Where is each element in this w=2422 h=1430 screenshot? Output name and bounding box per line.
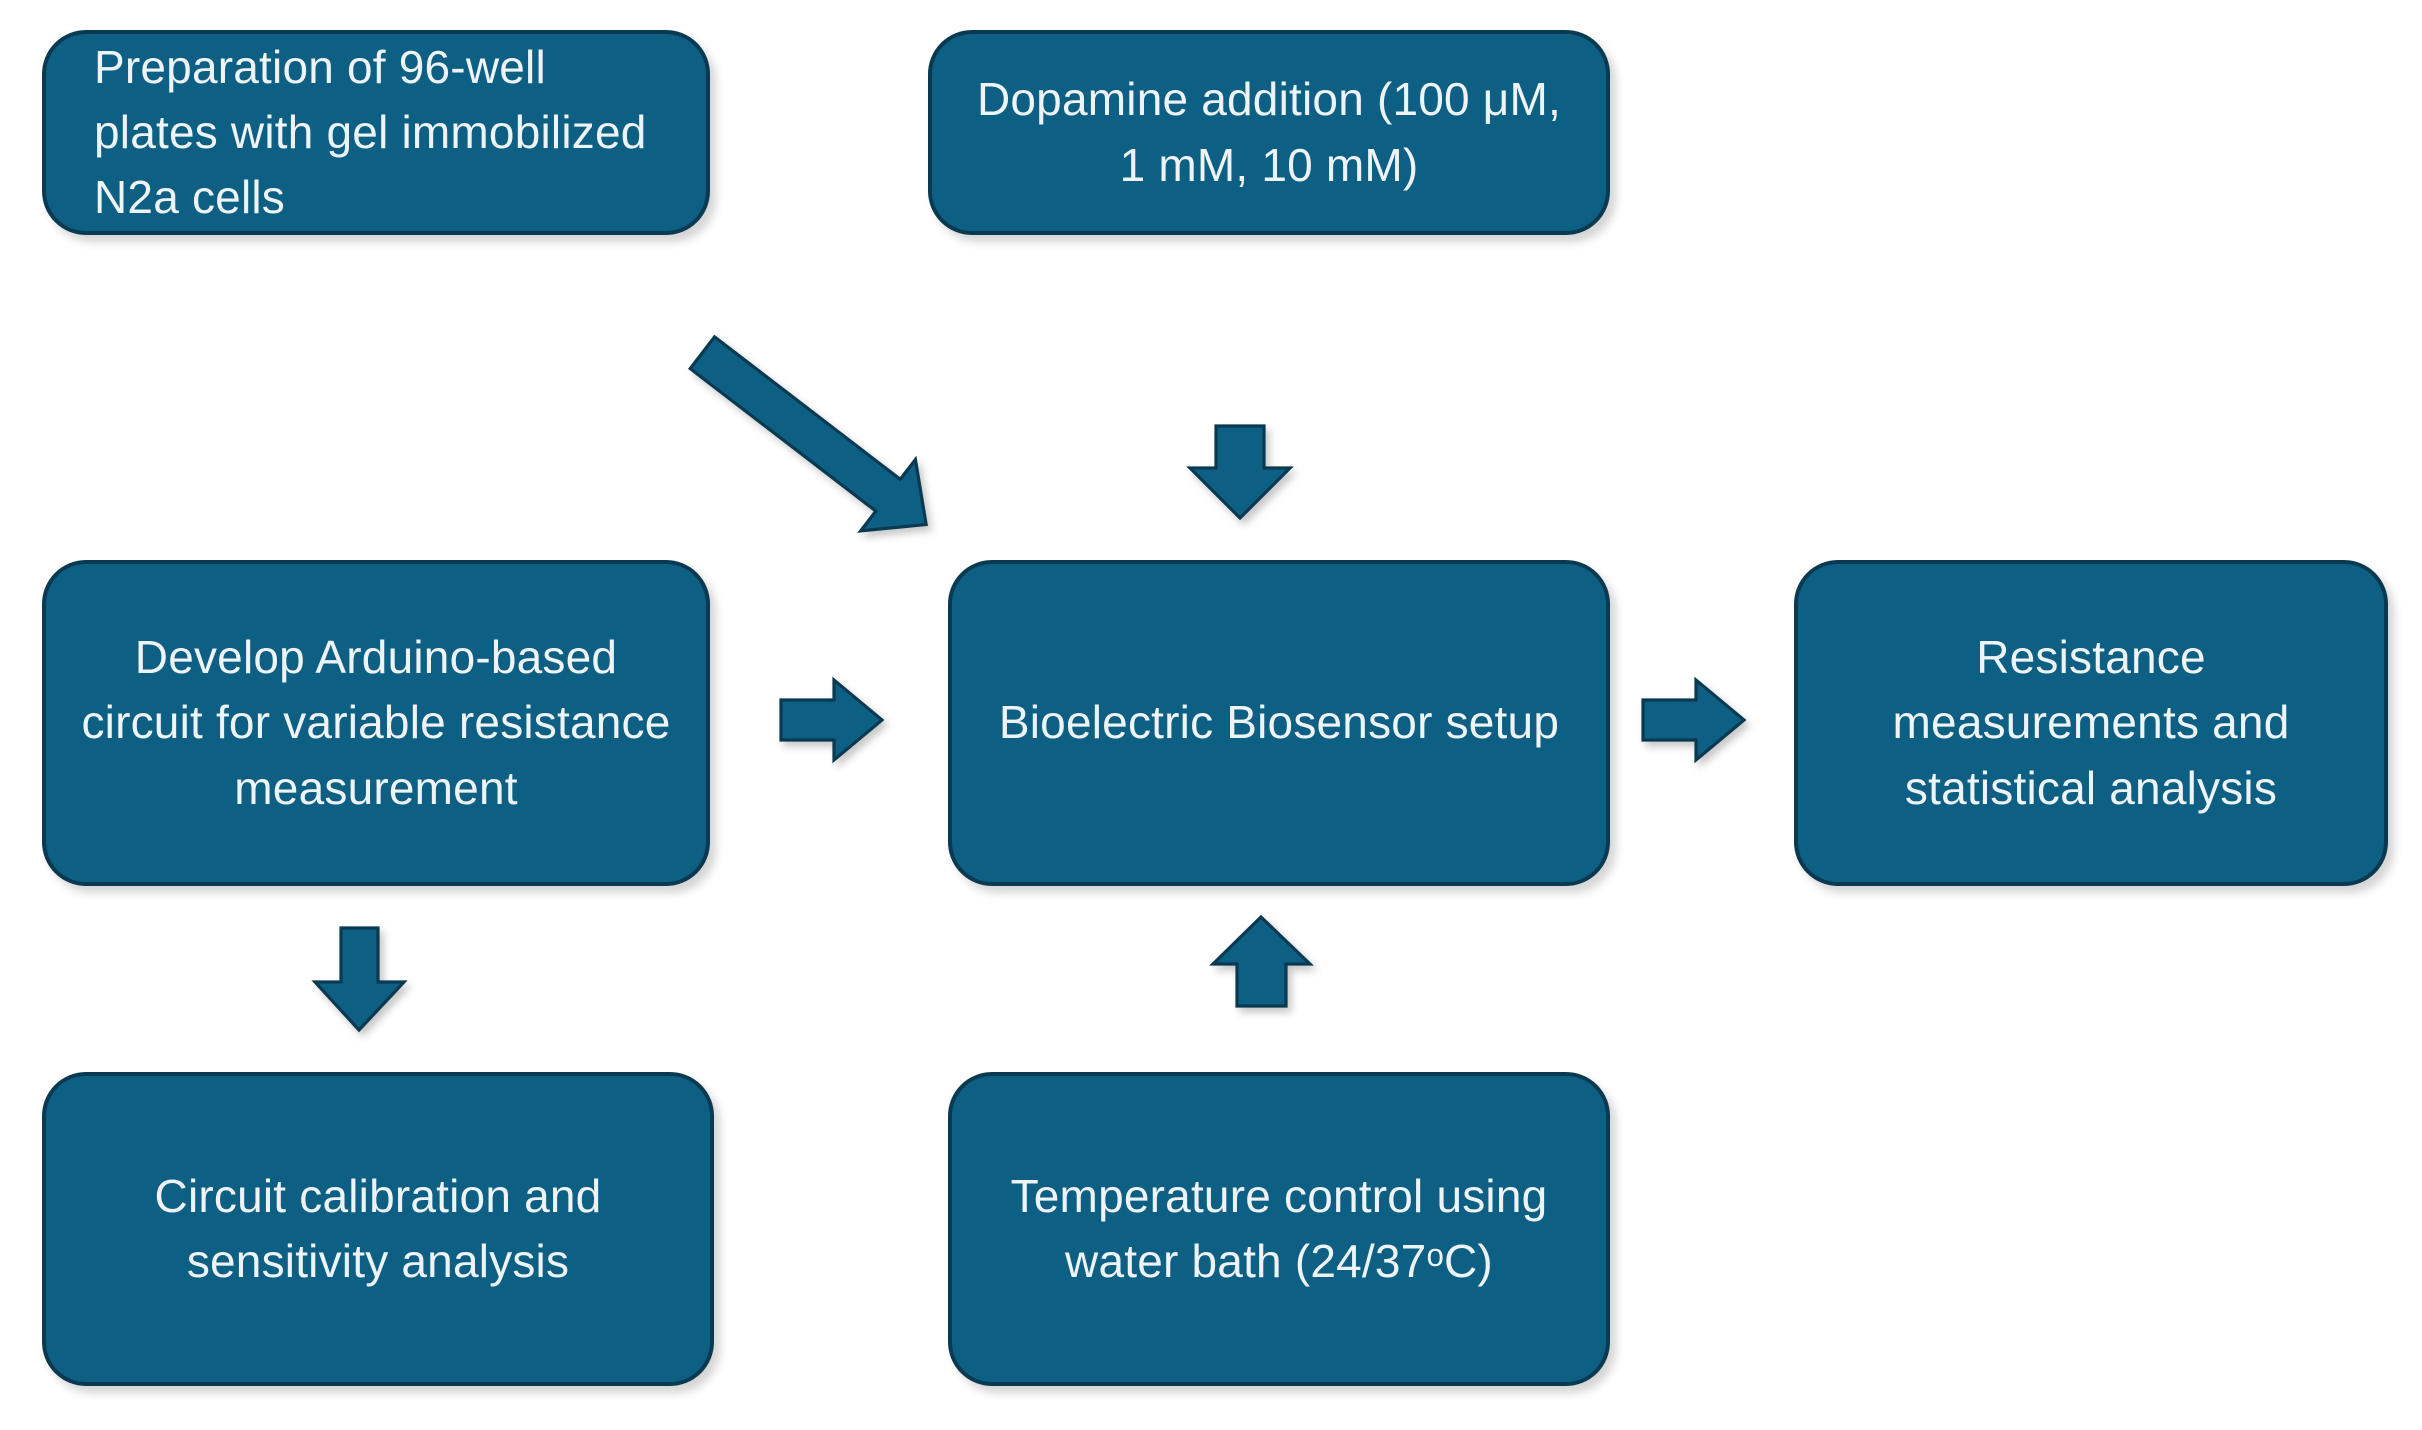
node-temperature-control[interactable]: Temperature control using water bath (24… [948,1072,1610,1386]
arrow-down-calibration-icon [310,924,410,1036]
arrow-up-temperature-icon [1208,912,1318,1014]
node-label: Preparation of 96-well plates with gel i… [94,40,647,224]
node-bioelectric-biosensor-setup[interactable]: Bioelectric Biosensor setup [948,560,1610,886]
node-circuit-calibration[interactable]: Circuit calibration and sensitivity anal… [42,1072,714,1386]
arrow-right-results-icon [1638,676,1750,766]
node-preparation-96-well-plates[interactable]: Preparation of 96-well plates with gel i… [42,30,710,235]
arrow-down-dopamine-icon [1186,422,1298,522]
node-resistance-measurements[interactable]: Resistance measurements and statistical … [1794,560,2388,886]
node-dopamine-addition[interactable]: Dopamine addition (100 μM, 1 mM, 10 mM) [928,30,1610,235]
node-label: Bioelectric Biosensor setup [998,696,1560,749]
node-label: Circuit calibration and sensitivity anal… [154,1169,602,1287]
node-label: Temperature control using water bath (24… [1010,1169,1548,1287]
node-label: Dopamine addition (100 μM, 1 mM, 10 mM) [976,73,1562,191]
node-label: Develop Arduino-based circuit for variab… [81,631,671,814]
arrow-right-arduino-icon [776,676,888,766]
node-label: Resistance measurements and statistical … [1892,631,2290,814]
node-develop-arduino-circuit[interactable]: Develop Arduino-based circuit for variab… [42,560,710,886]
arrow-diagonal-down-right-icon [687,330,960,545]
